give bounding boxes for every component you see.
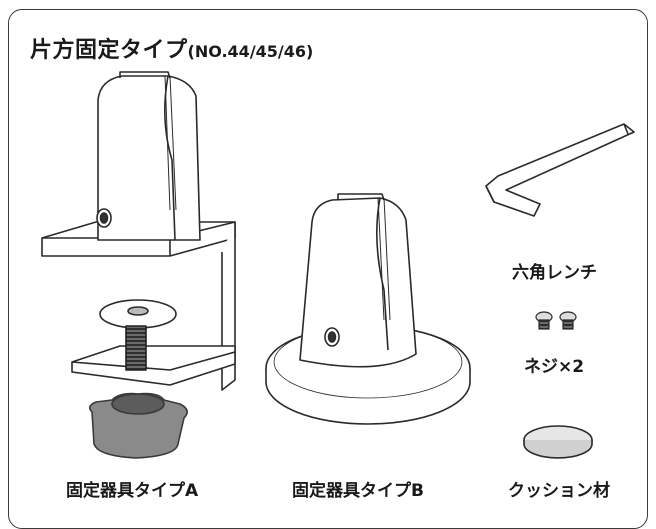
screws-illustration [535, 311, 577, 330]
hex-wrench-illustration [485, 123, 635, 217]
stand-type-b-illustration [265, 193, 471, 425]
caption-cushion: クッション材 [508, 481, 610, 501]
caption-type-a: 固定器具タイプA [66, 481, 199, 501]
page-title: 片方固定タイプ(NO.44/45/46) [30, 32, 313, 64]
cushion-illustration [523, 425, 593, 459]
title-main: 片方固定タイプ [30, 38, 188, 63]
illustrations [41, 71, 635, 459]
caption-hex-wrench: 六角レンチ [512, 263, 597, 283]
title-models: (NO.44/45/46) [187, 42, 314, 61]
caption-type-b: 固定器具タイプB [292, 481, 424, 501]
clamp-type-a-illustration [41, 71, 236, 459]
caption-screws: ネジ×2 [524, 357, 585, 377]
